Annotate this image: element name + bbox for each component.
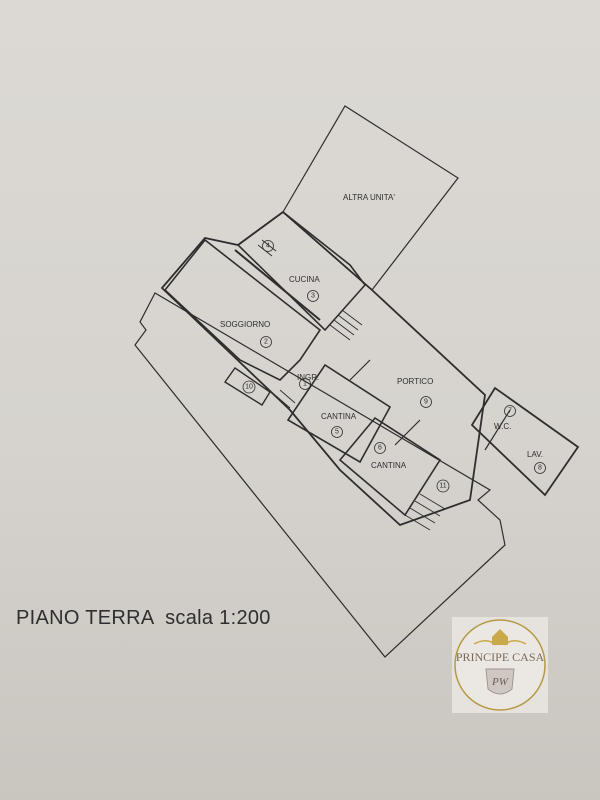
number-9: 9: [424, 399, 428, 406]
number-5: 5: [335, 429, 339, 436]
label-portico: PORTICO: [397, 377, 433, 386]
logo-emblem-icon: PW: [454, 619, 546, 711]
cucina-wall: [236, 210, 367, 332]
number-10: 10: [245, 384, 253, 391]
label-cantina-5: CANTINA: [321, 412, 357, 421]
number-1: 1: [303, 381, 307, 388]
logo-name: PRINCIPE CASA: [455, 650, 545, 664]
number-3: 3: [311, 293, 315, 300]
room-10: [223, 367, 271, 406]
cantina-5: [286, 363, 392, 464]
number-4: 4: [266, 243, 270, 250]
label-wc: W.C.: [494, 422, 511, 431]
room-labels: ALTRA UNITA' CUCINA SOGGIORNO INGR. PORT…: [220, 193, 543, 470]
lot-boundary: [134, 292, 506, 658]
label-cucina: CUCINA: [289, 275, 320, 284]
label-ingr: INGR.: [297, 373, 319, 382]
number-2: 2: [264, 339, 268, 346]
svg-text:PW: PW: [491, 676, 509, 688]
stairs: [257, 239, 446, 531]
room-numbers: [242, 240, 546, 493]
wc-lav-outline: [470, 386, 580, 497]
label-lav: LAV.: [527, 450, 543, 459]
plan-title: PIANO TERRA scala 1:200: [16, 607, 271, 629]
number-8: 8: [538, 465, 542, 472]
soggiorno-wall: [163, 238, 322, 381]
label-cantina-6: CANTINA: [371, 461, 407, 470]
principe-casa-logo: PW PRINCIPE CASA: [452, 617, 548, 713]
label-altra-unita: ALTRA UNITA': [343, 193, 395, 202]
number-7: 7: [508, 408, 512, 415]
cantina-6: [338, 416, 442, 517]
number-6: 6: [378, 445, 382, 452]
number-11: 11: [439, 483, 446, 490]
label-soggiorno: SOGGIORNO: [220, 320, 270, 329]
